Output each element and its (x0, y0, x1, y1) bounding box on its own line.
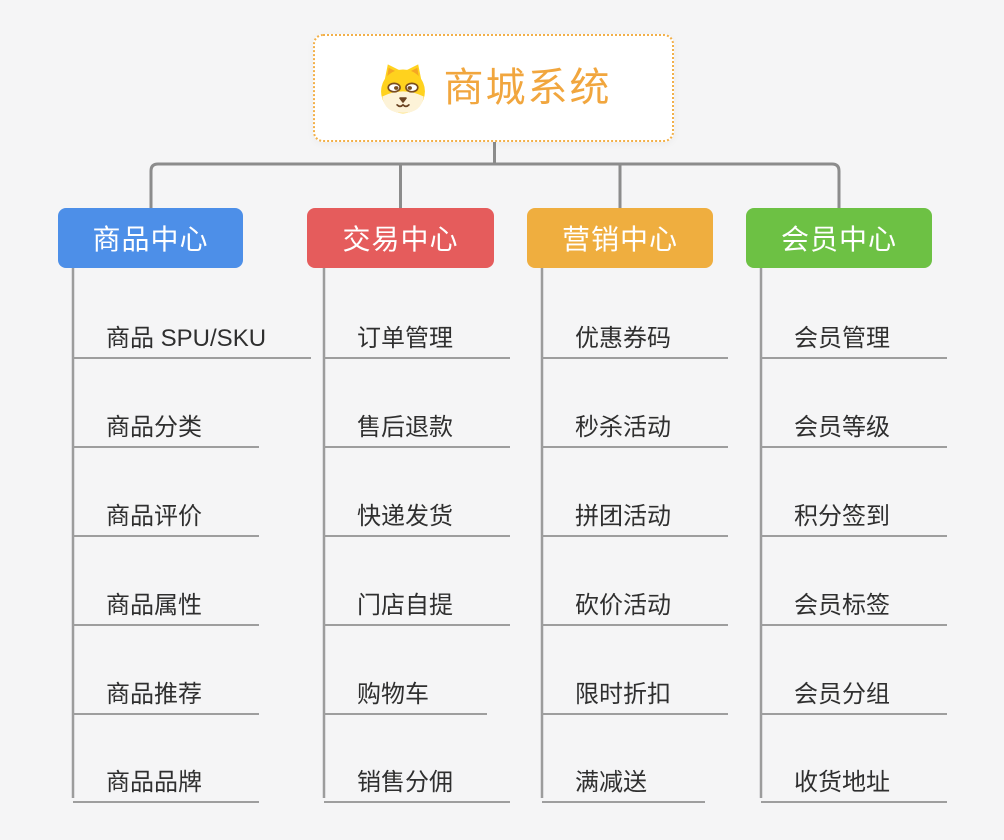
topic-item[interactable]: 满减送 (542, 750, 705, 803)
topic-item[interactable]: 会员标签 (761, 573, 947, 626)
topic-item[interactable]: 拼团活动 (542, 484, 728, 537)
topic-item[interactable]: 商品 SPU/SKU (73, 306, 311, 359)
branch-member-center[interactable]: 会员中心 (746, 208, 932, 268)
topic-item[interactable]: 秒杀活动 (542, 395, 728, 448)
topic-item[interactable]: 商品属性 (73, 573, 259, 626)
topic-item[interactable]: 门店自提 (324, 573, 510, 626)
branch-marketing-center[interactable]: 营销中心 (527, 208, 713, 268)
topic-item[interactable]: 订单管理 (324, 306, 510, 359)
branch-trade-center[interactable]: 交易中心 (307, 208, 494, 268)
topic-item[interactable]: 会员管理 (761, 306, 947, 359)
topic-item[interactable]: 优惠券码 (542, 306, 728, 359)
topic-item[interactable]: 商品品牌 (73, 750, 259, 803)
topic-item[interactable]: 购物车 (324, 662, 487, 715)
topic-item[interactable]: 快递发货 (324, 484, 510, 537)
tree-connector (149, 141, 841, 208)
topic-item[interactable]: 会员等级 (761, 395, 947, 448)
topic-item[interactable]: 积分签到 (761, 484, 947, 537)
topic-item[interactable]: 售后退款 (324, 395, 510, 448)
topic-item[interactable]: 销售分佣 (324, 750, 510, 803)
topic-item[interactable]: 商品分类 (73, 395, 259, 448)
branch-product-center[interactable]: 商品中心 (58, 208, 243, 268)
topic-item[interactable]: 砍价活动 (542, 573, 728, 626)
topic-item[interactable]: 商品评价 (73, 484, 259, 537)
root-title: 商城系统 (443, 66, 612, 110)
topic-item[interactable]: 商品推荐 (73, 662, 259, 715)
topic-item[interactable]: 限时折扣 (542, 662, 728, 715)
root-topic[interactable]: 商城系统 (313, 34, 674, 142)
topic-item[interactable]: 会员分组 (761, 662, 947, 715)
topic-item[interactable]: 收货地址 (761, 750, 947, 803)
dog-face-icon (380, 64, 425, 114)
